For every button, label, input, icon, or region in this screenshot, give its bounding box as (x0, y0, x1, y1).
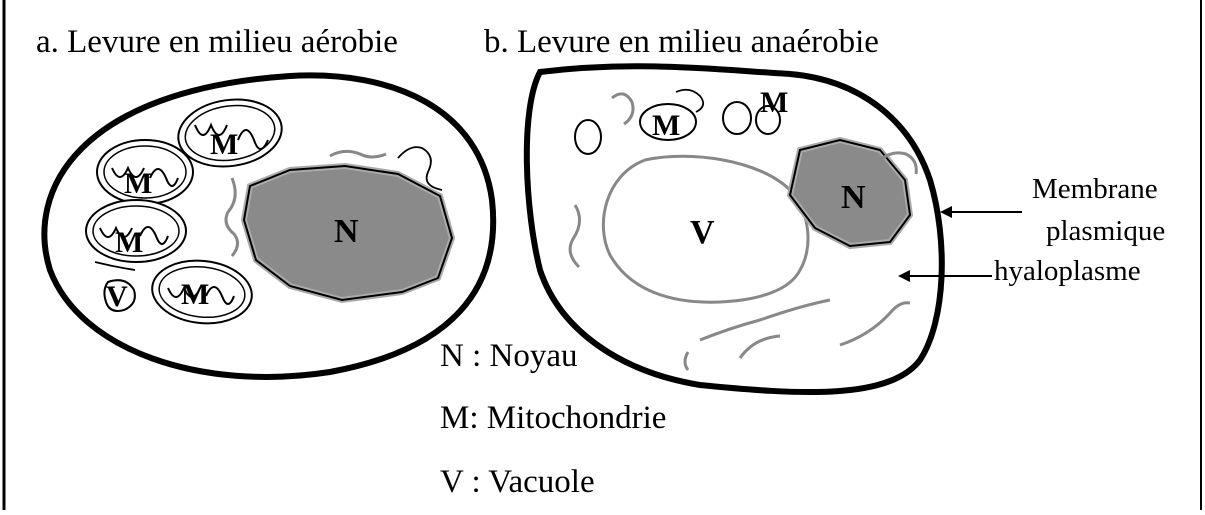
mito-label-b2: M (760, 86, 788, 119)
mito-label-a2: M (124, 167, 152, 200)
organelle-b2 (723, 102, 751, 134)
organelle-b1 (575, 120, 601, 154)
annotation-membrane-line2: plasmique (1046, 215, 1165, 247)
vacuole-label-a: V (106, 280, 128, 313)
mitochondrion-a3: M (86, 200, 186, 262)
legend-vacuole: V : Vacuole (440, 464, 595, 500)
annotation-membrane-line1: Membrane (1032, 173, 1158, 205)
title-anaerobic: b. Levure en milieu anaérobie (484, 24, 879, 60)
mito-label-b1: M (652, 109, 680, 142)
cell-anaerobic: V N M M (527, 66, 942, 392)
nucleus-label-a: N (334, 213, 359, 250)
annotation-hyaloplasm-label: hyaloplasme (994, 255, 1141, 287)
legend-mitochondrion: M: Mitochondrie (440, 400, 666, 436)
annotation-membrane: Membrane plasmique (940, 173, 1165, 247)
mito-label-a4: M (181, 278, 209, 311)
arrow-membrane-head (940, 206, 952, 218)
legend-nucleus: N : Noyau (440, 338, 577, 374)
vacuole-label-b: V (690, 214, 715, 251)
vacuole-b: V (603, 156, 808, 302)
nucleus-label-b: N (841, 179, 866, 216)
cell-aerobic: M M M M V (44, 75, 493, 377)
mitochondrion-a2: M (97, 140, 193, 204)
title-aerobic: a. Levure en milieu aérobie (36, 24, 398, 60)
mito-label-a1: M (210, 128, 238, 161)
mito-label-a3: M (115, 226, 143, 259)
